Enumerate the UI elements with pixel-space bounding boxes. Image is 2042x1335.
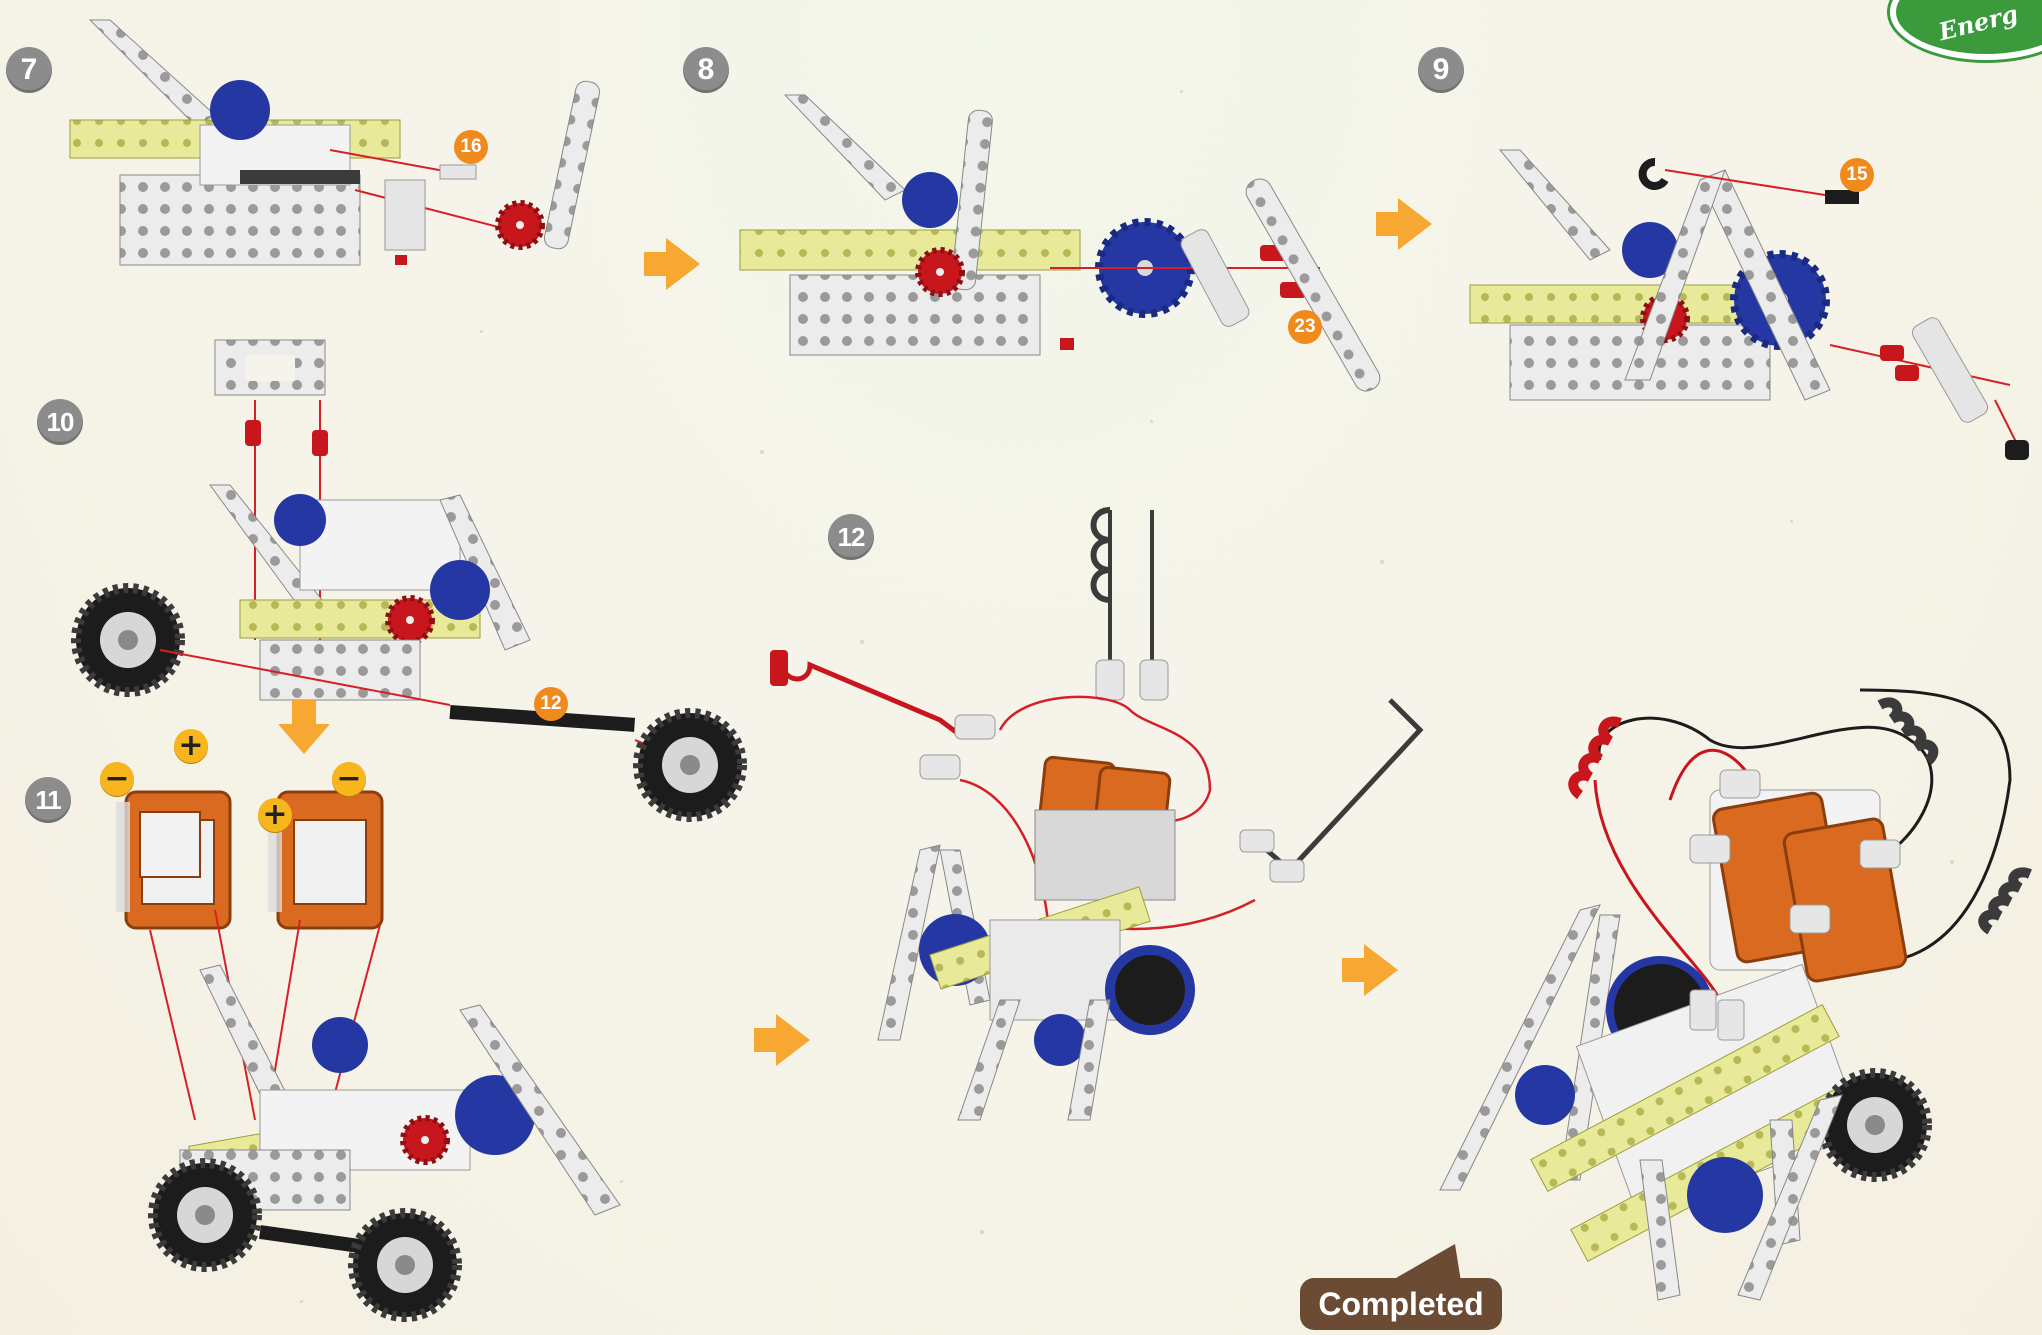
step-9-number: 9 bbox=[1418, 47, 1464, 93]
quantity-16-marker: 16 bbox=[454, 130, 488, 164]
completed-label: Completed bbox=[1300, 1278, 1502, 1330]
step8-model bbox=[740, 95, 1384, 395]
logo-text: Energ bbox=[1936, 0, 2021, 46]
arrow-right-icon bbox=[666, 238, 700, 290]
completed-model bbox=[1440, 690, 2030, 1300]
battery-minus-sign: − bbox=[100, 762, 134, 796]
step12-model bbox=[770, 505, 1420, 1120]
battery-plus-sign: + bbox=[258, 798, 292, 832]
battery-plus-sign: + bbox=[174, 729, 208, 763]
quantity-15-marker: 15 bbox=[1840, 158, 1874, 192]
step-8-number: 8 bbox=[683, 47, 729, 93]
arrow-down-icon bbox=[278, 724, 330, 754]
step-11-number: 11 bbox=[25, 777, 71, 823]
battery-minus-sign: − bbox=[332, 762, 366, 796]
step-12-number: 12 bbox=[828, 514, 874, 560]
step9-model bbox=[1470, 150, 2029, 460]
arrow-right-icon bbox=[776, 1014, 810, 1066]
step7-model bbox=[70, 20, 601, 265]
quantity-12-marker: 12 bbox=[534, 687, 568, 721]
step-10-number: 10 bbox=[37, 399, 83, 445]
step-7-number: 7 bbox=[6, 47, 52, 93]
arrow-right-icon bbox=[1364, 944, 1398, 996]
step11-model bbox=[116, 792, 620, 1317]
arrow-right-icon bbox=[1398, 198, 1432, 250]
quantity-23-marker: 23 bbox=[1288, 310, 1322, 344]
